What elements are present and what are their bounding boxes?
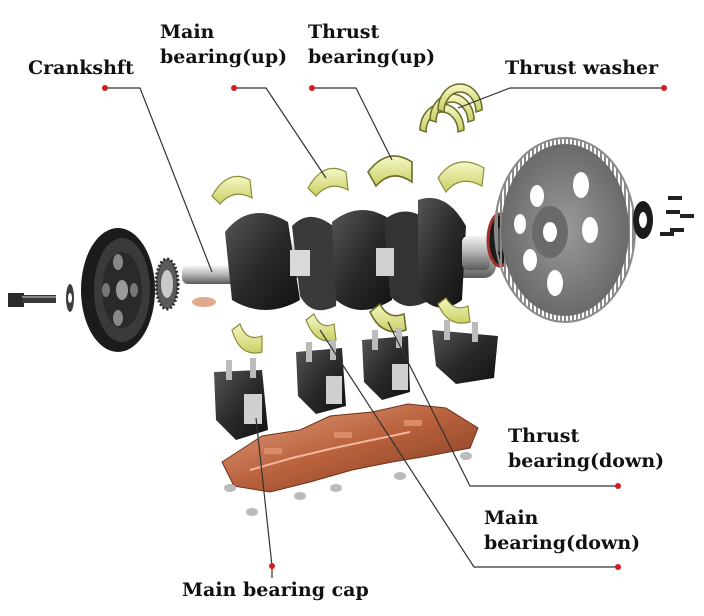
leader-lines — [105, 87, 664, 578]
cap-nuts — [224, 452, 472, 516]
timing-gear — [154, 257, 180, 311]
leader-main-bearing-cap-2 — [255, 417, 273, 567]
label-thrust-bearing-down: Thrust bearing(down) — [508, 425, 665, 472]
label-main-bearing-up: Main bearing(up) — [160, 21, 288, 68]
leader-dots — [102, 85, 667, 570]
leader-thrust-bearing-down — [387, 321, 618, 487]
thrust-washers — [419, 83, 483, 134]
label-thrust-bearing-up: Thrust bearing(up) — [308, 21, 436, 68]
leader-thrust-bearing-up — [312, 87, 393, 161]
leader-main-bearing-up — [234, 87, 327, 179]
label-main-bearing-cap: Main bearing cap — [182, 579, 369, 601]
pulley-washer — [66, 284, 74, 312]
label-thrust-washer: Thrust washer — [505, 57, 659, 79]
flywheel-bolts — [660, 196, 694, 236]
crankshaft-part — [182, 197, 514, 311]
flywheel — [494, 137, 636, 323]
woodruff-key — [192, 297, 216, 307]
leader-crankshaft — [105, 87, 213, 273]
pulley-bolt — [8, 293, 56, 307]
leader-thrust-washer — [457, 87, 664, 109]
main-bearing-caps — [214, 320, 498, 440]
label-crankshaft: Crankshft — [28, 57, 134, 79]
leader-main-bearing-down — [319, 329, 618, 568]
flywheel-bolt-plate — [633, 201, 653, 239]
crank-pulley — [81, 228, 155, 352]
lower-bearing-shells — [231, 297, 471, 354]
girdle-plate — [221, 403, 479, 493]
label-main-bearing-down: Main bearing(down) — [484, 507, 641, 554]
upper-bearing-shells — [211, 155, 485, 205]
